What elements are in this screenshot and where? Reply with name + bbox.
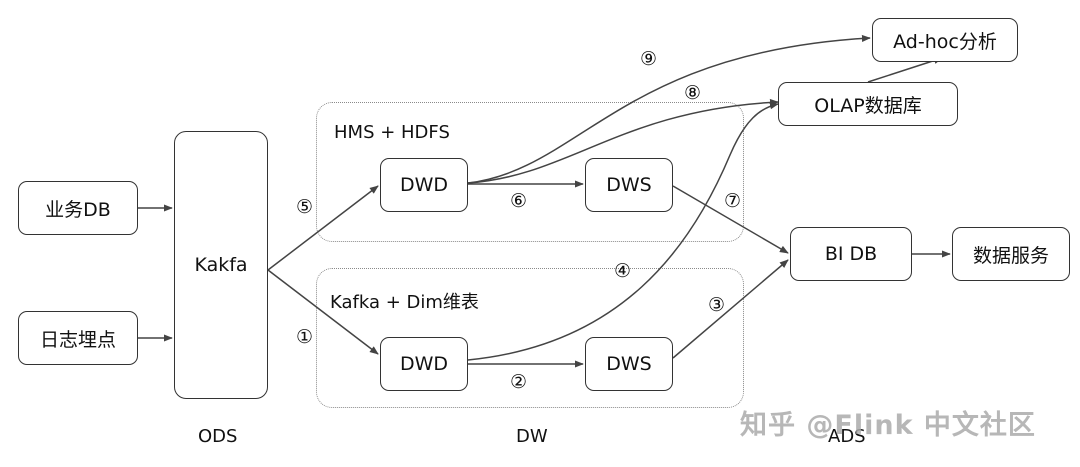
offline-dws-node: DWS [585,158,673,212]
step-2-marker: ② [510,371,528,393]
edge-olap-to-adhoc [867,57,943,83]
olap-node: OLAP数据库 [778,82,958,126]
business-db-node: 业务DB [18,181,138,235]
step-6-marker: ⑥ [510,190,528,212]
bi-db-node: BI DB [790,227,912,281]
step-3-marker: ③ [708,294,726,316]
adhoc-node: Ad-hoc分析 [872,18,1018,62]
edge-offline-dwd-to-adhoc [467,34,871,184]
ods-layer-label: ODS [198,426,238,447]
offline-zone [316,102,744,242]
step-4-marker: ④ [614,260,632,282]
edge-realtime-dws-to-bidb [672,259,789,359]
realtime-zone-label: Kafka + Dim维表 [330,292,479,313]
data-service-node: 数据服务 [952,227,1070,281]
edge-kafka-to-offline-dwd [267,185,379,271]
step-1-marker: ① [296,326,314,348]
offline-dwd-node: DWD [380,158,468,212]
edge-kafka-to-realtime-dwd [267,269,379,355]
step-7-marker: ⑦ [724,190,742,212]
step-8-marker: ⑧ [684,82,702,104]
realtime-dws-node: DWS [585,337,673,391]
dw-layer-label: DW [516,426,548,447]
log-tracking-node: 日志埋点 [18,311,138,365]
edge-offline-dws-to-bidb [672,185,789,254]
edge-realtime-dwd-to-olap [467,102,779,361]
watermark: 知乎 @Flink 中文社区 [740,410,1036,441]
realtime-zone [316,268,744,408]
edge-offline-dwd-to-olap [467,98,779,184]
kafka-node: Kakfa [174,131,268,399]
realtime-dwd-node: DWD [380,337,468,391]
step-9-marker: ⑨ [640,48,658,70]
ads-layer-label: ADS [828,426,866,447]
step-5-marker: ⑤ [296,196,314,218]
offline-zone-label: HMS + HDFS [334,122,450,143]
